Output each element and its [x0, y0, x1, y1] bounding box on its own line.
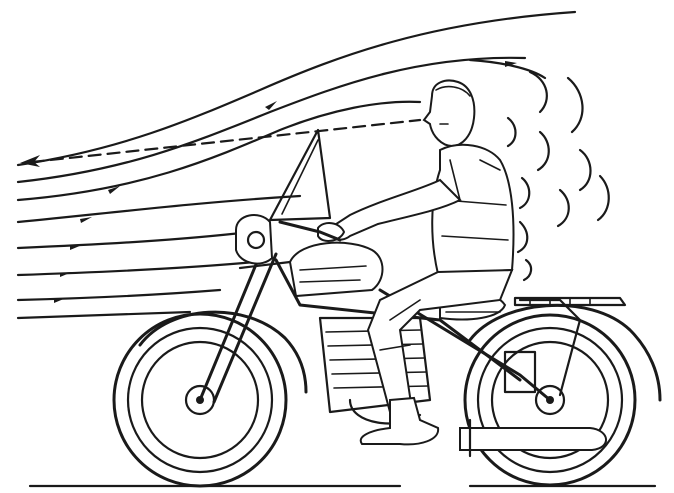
airflow-line-7: [18, 290, 220, 300]
airflow-line-6: [18, 262, 255, 275]
front-fork: [200, 250, 290, 402]
luggage-rack: [515, 298, 625, 305]
rear-fender: [470, 305, 660, 400]
airflow-line-3: [18, 102, 420, 200]
rear-wheel: [465, 305, 660, 485]
airflow-arrow-3: [80, 217, 92, 223]
front-wheel: [114, 312, 306, 486]
headlight: [236, 215, 272, 264]
airflow-line-1: [18, 12, 575, 165]
sight-line: [20, 120, 420, 167]
fuel-tank: [290, 243, 383, 296]
windshield: [270, 130, 330, 220]
airflow-line-5: [18, 232, 250, 248]
turbulence-eddies: [508, 72, 609, 280]
rider-jacket: [432, 145, 513, 274]
rider-head: [424, 81, 474, 146]
airflow-line-8: [18, 312, 190, 318]
airflow-arrow-2: [265, 101, 277, 110]
